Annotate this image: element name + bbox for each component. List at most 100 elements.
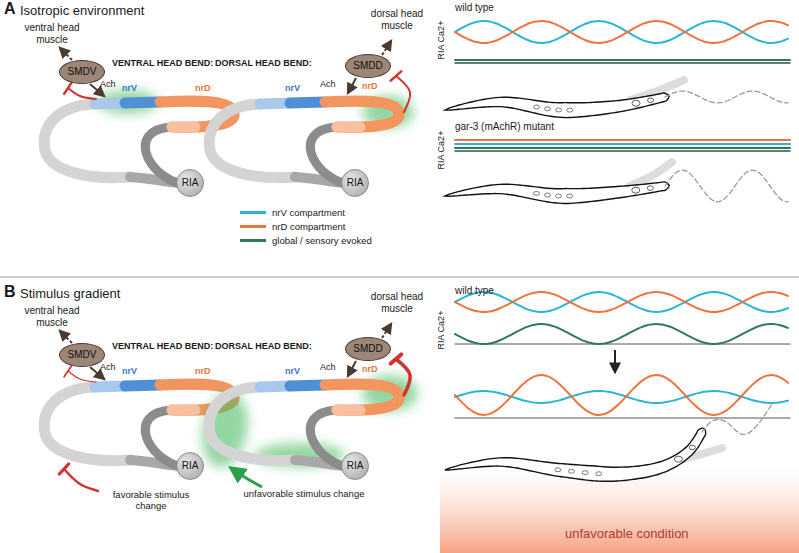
stroke xyxy=(59,464,69,474)
legend-row: nrD compartment xyxy=(240,219,372,233)
node-label: RIA xyxy=(182,178,199,188)
egg xyxy=(596,472,602,476)
compartment-label: nrD xyxy=(195,366,211,376)
pharynx xyxy=(632,187,640,193)
legend-row: global / sensory evoked xyxy=(240,233,372,247)
pharynx xyxy=(648,98,654,103)
stroke xyxy=(231,468,262,487)
stroke xyxy=(455,21,788,43)
stimulus-label: favorable stimulus change xyxy=(96,490,206,512)
stroke xyxy=(391,354,402,363)
panel-divider xyxy=(0,276,799,277)
stroke xyxy=(382,324,391,338)
worm-body xyxy=(445,428,706,481)
stroke xyxy=(60,331,72,343)
neuron-soma: SMDV xyxy=(59,343,105,367)
worm-body xyxy=(445,182,669,204)
neuron-soma: SMDD xyxy=(345,337,391,361)
stroke xyxy=(455,21,788,43)
transmitter-label: Ach xyxy=(320,362,336,372)
stroke xyxy=(455,147,790,149)
pharynx xyxy=(647,186,653,191)
axis-label: RIA Ca2+ xyxy=(436,131,446,170)
legend-text: nrD compartment xyxy=(272,221,345,232)
stroke xyxy=(382,41,391,55)
panel-title: Isotropic environment xyxy=(20,4,144,19)
compartment-label: nrV xyxy=(122,83,137,93)
stroke xyxy=(348,78,356,93)
compartment-label: nrV xyxy=(285,83,300,93)
egg xyxy=(569,469,575,473)
stroke xyxy=(209,104,295,178)
stroke xyxy=(64,365,72,377)
legend-swatch xyxy=(240,225,266,228)
compartment-label: nrV xyxy=(285,366,300,376)
compartment-label: nrD xyxy=(362,364,378,374)
stroke xyxy=(455,418,790,419)
legend: nrV compartmentnrD compartmentglobal / s… xyxy=(240,205,372,247)
stroke xyxy=(455,150,790,152)
stroke xyxy=(455,324,788,344)
bend-label: VENTRAL HEAD BEND: xyxy=(112,58,213,68)
transmitter-label: Ach xyxy=(320,79,336,89)
ria-soma: RIA xyxy=(176,169,204,197)
stroke xyxy=(348,361,356,376)
egg xyxy=(534,191,540,195)
ria-soma: RIA xyxy=(341,452,369,480)
stroke xyxy=(68,371,96,382)
worm-body xyxy=(445,93,669,118)
stroke xyxy=(44,387,130,461)
condition-label: unfavorable condition xyxy=(565,527,689,542)
node-label: SMDD xyxy=(353,61,382,71)
muscle-label: dorsal head muscle xyxy=(368,8,426,31)
stroke xyxy=(172,122,195,133)
stroke xyxy=(455,62,790,64)
stroke xyxy=(337,122,360,133)
ria-soma: RIA xyxy=(176,452,204,480)
stroke xyxy=(64,469,98,491)
compartment-label: nrD xyxy=(195,83,211,93)
legend-swatch xyxy=(240,211,266,214)
node-label: RIA xyxy=(347,461,364,471)
stroke xyxy=(68,88,96,99)
stroke xyxy=(209,387,295,461)
stroke xyxy=(455,292,788,312)
pharynx xyxy=(674,456,682,462)
stroke xyxy=(60,48,72,60)
panel-title: Stimulus gradient xyxy=(20,287,120,302)
egg xyxy=(534,105,540,109)
node-label: RIA xyxy=(347,178,364,188)
legend-text: global / sensory evoked xyxy=(272,235,372,246)
stroke xyxy=(325,101,399,127)
condition-label: wild type xyxy=(455,285,494,297)
stroke xyxy=(391,71,402,80)
bend-label: DORSAL HEAD BEND: xyxy=(215,341,312,351)
egg xyxy=(555,468,561,472)
panel-letter: A xyxy=(4,0,16,18)
stimulus-label: unfavorable stimulus change xyxy=(240,489,368,500)
axis-label: RIA Ca2+ xyxy=(436,21,446,60)
node-label: SMDV xyxy=(68,67,97,77)
stroke xyxy=(665,170,788,202)
stroke xyxy=(145,127,178,183)
egg xyxy=(545,107,551,111)
compartment-label: nrD xyxy=(362,81,378,91)
stroke xyxy=(44,104,130,178)
egg xyxy=(582,471,588,475)
stroke xyxy=(455,344,790,345)
egg xyxy=(567,108,573,112)
stroke xyxy=(614,350,616,372)
stroke xyxy=(64,82,72,94)
pharynx xyxy=(632,100,640,106)
stroke xyxy=(665,91,788,103)
stroke xyxy=(145,410,178,466)
stroke xyxy=(455,59,790,61)
neuron-soma: SMDD xyxy=(345,54,391,78)
egg xyxy=(544,193,550,197)
stroke xyxy=(396,359,410,395)
bend-label: DORSAL HEAD BEND: xyxy=(215,58,312,68)
stroke xyxy=(455,375,788,415)
muscle-label: ventral head muscle xyxy=(20,22,84,45)
